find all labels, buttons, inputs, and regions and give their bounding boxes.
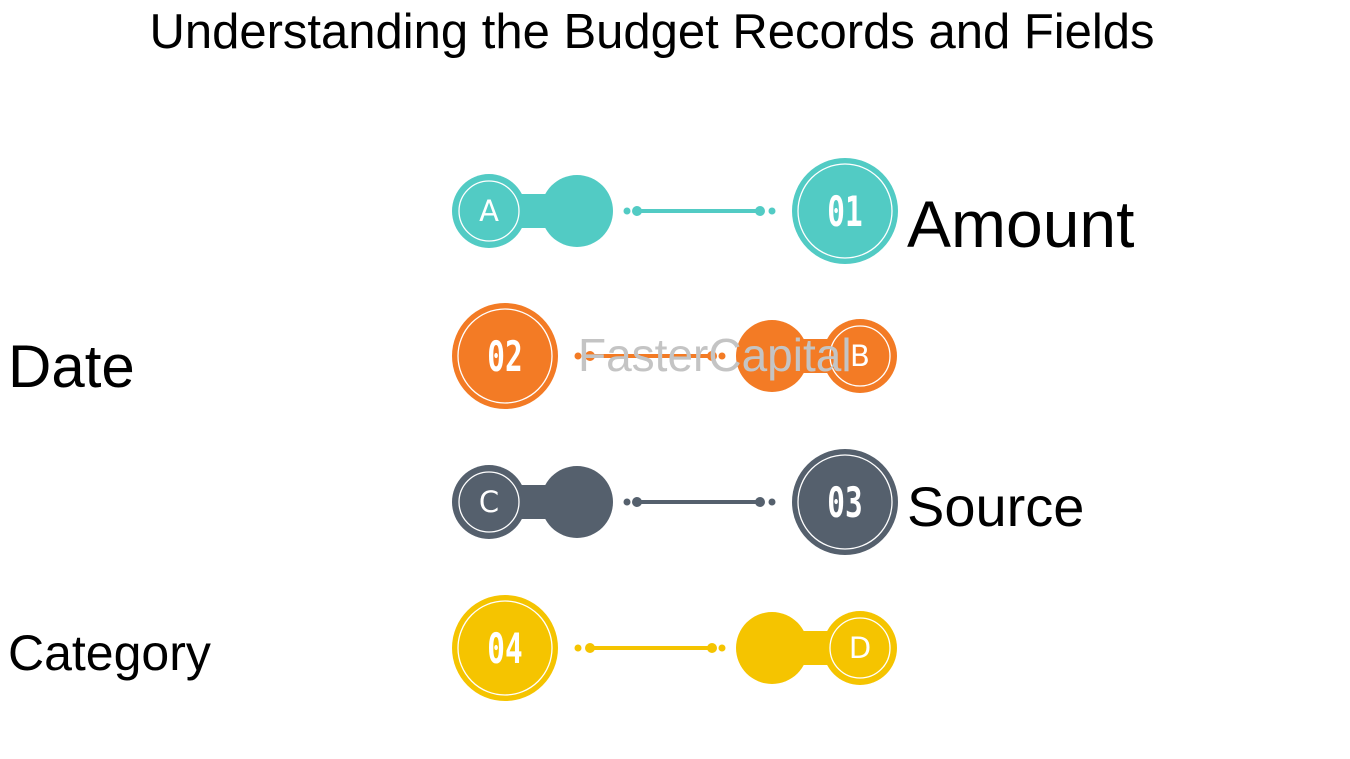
watermark: FasterCapital <box>578 329 852 381</box>
line-end <box>632 497 642 507</box>
line-end <box>585 643 595 653</box>
letter-ring <box>829 617 891 679</box>
bubble-neck <box>489 485 577 519</box>
label-source: Source <box>907 475 1085 538</box>
step-01: A 01 <box>452 158 898 264</box>
bubble-neck <box>772 339 860 373</box>
step-letter: C <box>479 485 499 519</box>
line-dot <box>768 498 776 506</box>
bubble-neck <box>489 194 577 228</box>
number-ring <box>457 308 553 404</box>
number-circle <box>792 449 898 555</box>
line-dot <box>574 352 582 360</box>
letter-ring <box>458 180 520 242</box>
line-dot <box>718 644 726 652</box>
label-date: Date <box>8 333 135 400</box>
label-category: Category <box>8 625 211 681</box>
label-amount: Amount <box>907 187 1135 261</box>
number-ring <box>457 600 553 696</box>
step-03: C 03 <box>452 449 898 555</box>
step-number: 02 <box>487 332 522 382</box>
number-circle <box>792 158 898 264</box>
line-end <box>755 497 765 507</box>
line-dot <box>623 207 631 215</box>
step-letter: A <box>479 194 499 228</box>
number-ring <box>797 454 893 550</box>
step-letter: B <box>850 339 870 373</box>
step-number: 01 <box>827 187 862 237</box>
step-letter: D <box>849 631 871 665</box>
letter-ring <box>458 471 520 533</box>
line-dot <box>623 498 631 506</box>
bubble-neck <box>772 631 860 665</box>
line-dot <box>768 207 776 215</box>
number-circle <box>452 595 558 701</box>
step-number: 04 <box>487 624 522 674</box>
letter-ring <box>829 325 891 387</box>
step-number: 03 <box>827 478 862 528</box>
line-end <box>707 351 717 361</box>
line-end <box>755 206 765 216</box>
line-end <box>585 351 595 361</box>
step-02: B 02 <box>452 303 897 409</box>
page-title: Understanding the Budget Records and Fie… <box>149 5 1155 59</box>
line-dot <box>574 644 582 652</box>
line-end <box>707 643 717 653</box>
number-circle <box>452 303 558 409</box>
step-04: D 04 <box>452 595 897 701</box>
number-ring <box>797 163 893 259</box>
line-dot <box>718 352 726 360</box>
line-end <box>632 206 642 216</box>
